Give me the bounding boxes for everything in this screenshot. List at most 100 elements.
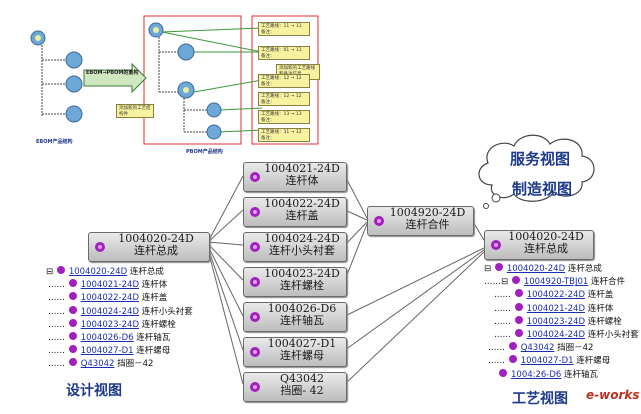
tree-code-link[interactable]: 1004022-24D <box>80 293 139 304</box>
route-box: 工艺路线：13 → 13 备注： <box>258 110 310 124</box>
tree-row[interactable]: …… 1004022-24D 连杆盖 <box>484 288 639 301</box>
tree-name: 连杆轴瓦 <box>564 369 599 380</box>
gear-icon <box>250 312 260 322</box>
tree-code-link[interactable]: Q43042 <box>520 343 555 354</box>
route-box: 工艺路线：12 → 12 备注： <box>258 74 310 88</box>
gear-icon <box>56 266 65 274</box>
tree-code-link[interactable]: 1004027-D1 <box>80 346 134 357</box>
tree-row[interactable]: …… 1004026-D6 连杆轴瓦 <box>46 331 193 344</box>
tree-code-link[interactable]: 1004024-24D <box>80 306 139 317</box>
tree-row[interactable]: …… 1004024-24D 连杆小头衬套 <box>46 305 193 318</box>
tree-code-link[interactable]: 1004023-24D <box>80 319 139 330</box>
gear-icon <box>68 318 77 327</box>
tree-name: 连杆盖 <box>587 290 614 301</box>
tree-code-link[interactable]: 1004027-D1 <box>520 356 574 367</box>
tree-row[interactable]: ⊟ 1004020-24D 连杆总成 <box>46 265 193 278</box>
tree-code-link[interactable]: 1004022-24D <box>526 290 585 301</box>
tree-name: 连杆螺母 <box>136 346 171 357</box>
tree-row[interactable]: …… 1004021-24D 连杆体 <box>484 302 639 315</box>
node-name: 挡圈- 42 <box>280 384 324 397</box>
gear-icon <box>250 207 260 217</box>
ebom-pbom-graphic <box>30 15 319 145</box>
node-part[interactable]: 1004022-24D 连杆盖 <box>243 197 347 227</box>
node-name: 连杆轴瓦 <box>280 314 324 327</box>
node-code: 1004024-24D <box>264 232 340 245</box>
node-code: 1004020-24D <box>508 230 584 243</box>
design-view-tree: ⊟ 1004020-24D 连杆总成 …… 1004021-24D 连杆体 ……… <box>46 265 193 371</box>
tree-row[interactable]: …… Q43042 挡圈－42 <box>484 341 639 354</box>
node-code: 1004027-D1 <box>267 337 337 350</box>
tree-row[interactable]: …… 1004021-24D 连杆体 <box>46 278 193 291</box>
node-code: Q43042 <box>279 372 324 385</box>
node-name: 连杆合件 <box>405 218 450 231</box>
tree-code-link[interactable]: 1004023-24D <box>526 316 585 327</box>
node-part[interactable]: 1004021-24D 连杆体 <box>243 162 347 192</box>
tree-prefix: …… <box>494 303 511 314</box>
gear-icon <box>494 263 503 271</box>
gear-icon <box>68 345 77 354</box>
tree-row[interactable]: …… 1004023-24D 连杆螺栓 <box>46 318 193 331</box>
tree-prefix: ⊟ <box>484 264 492 274</box>
node-part[interactable]: Q43042 挡圈- 42 <box>243 372 347 402</box>
node-code: 1004020-24D <box>118 232 194 245</box>
tree-row[interactable]: ⊟ 1004020-24D 连杆总成 <box>484 262 639 275</box>
cloud-shape <box>478 134 595 209</box>
route-box: 工艺路线：11 → 11 备注： <box>258 22 310 36</box>
tree-row[interactable]: ……⊟ 1004920-TBJ01 连杆合件 <box>484 275 639 288</box>
node-name: 连杆总成 <box>134 244 178 257</box>
tree-row[interactable]: …… 1004027-D1 连杆螺母 <box>484 354 639 367</box>
tree-code-link[interactable]: 1004020-24D <box>506 264 566 274</box>
node-name: 连杆总成 <box>524 242 568 255</box>
node-root-left[interactable]: 1004020-24D 连杆总成 <box>88 232 210 262</box>
tree-name: 连杆轴瓦 <box>136 332 171 343</box>
tree-code-link[interactable]: 1004020-24D <box>68 267 128 277</box>
tree-name: 连杆小头衬套 <box>587 329 639 340</box>
gear-icon <box>250 277 260 287</box>
tree-row[interactable]: 1004:26-D6 连杆轴瓦 <box>484 368 639 381</box>
tree-code-link[interactable]: 1004:26-D6 <box>511 369 562 380</box>
tree-name: 连杆螺栓 <box>587 316 622 327</box>
tree-name: 连杆合件 <box>591 277 626 288</box>
gear-icon <box>514 315 523 324</box>
node-part[interactable]: 1004023-24D 连杆螺栓 <box>243 267 347 297</box>
tree-prefix: …… <box>48 332 65 343</box>
node-root-right[interactable]: 1004020-24D 连杆总成 <box>484 230 594 260</box>
gear-icon <box>68 292 77 301</box>
ebom-pbom-diagram: EBOM产品结构 PBOM产品结构 EBOM→PBOM的重构 添加新的工艺结构件… <box>14 12 324 155</box>
tree-row[interactable]: …… 1004022-24D 连杆盖 <box>46 291 193 304</box>
tree-code-link[interactable]: 1004021-24D <box>526 303 585 314</box>
ebom-pbom-arrow-label: EBOM→PBOM的重构 <box>86 70 139 76</box>
tree-row[interactable]: …… 1004027-D1 连杆螺母 <box>46 344 193 357</box>
tree-code-link[interactable]: Q43042 <box>80 359 115 370</box>
process-view-tree: ⊟ 1004020-24D 连杆总成 ……⊟ 1004920-TBJ01 连杆合… <box>484 262 639 381</box>
tree-row[interactable]: …… Q43042 挡圈－42 <box>46 357 193 370</box>
tree-prefix: …… <box>48 293 65 304</box>
tree-code-link[interactable]: 1004021-24D <box>80 280 139 291</box>
node-part[interactable]: 1004027-D1 连杆螺母 <box>243 337 347 367</box>
node-name: 连杆螺栓 <box>280 279 324 292</box>
gear-icon <box>68 358 77 367</box>
tree-prefix: ……⊟ <box>484 277 509 288</box>
tree-code-link[interactable]: 1004026-D6 <box>80 332 134 343</box>
gear-icon <box>499 368 507 377</box>
tree-code-link[interactable]: 1004024-24D <box>526 329 585 340</box>
gear-icon <box>68 279 77 288</box>
tree-name: 连杆螺母 <box>576 356 611 367</box>
tree-name: 连杆盖 <box>141 293 168 304</box>
tree-row[interactable]: …… 1004024-24D 连杆小头衬套 <box>484 328 639 341</box>
node-part[interactable]: 1004026-D6 连杆轴瓦 <box>243 302 347 332</box>
node-name: 连杆盖 <box>285 209 319 222</box>
ebom-caption: EBOM产品结构 <box>36 139 73 145</box>
node-sub-assembly[interactable]: 1004920-24D 连杆合件 <box>367 206 474 236</box>
gear-icon <box>514 302 523 311</box>
tree-code-link[interactable]: 1004920-TBJ01 <box>523 277 589 288</box>
tree-prefix: …… <box>494 316 511 327</box>
gear-icon <box>250 172 260 182</box>
node-name: 连杆体 <box>285 174 319 187</box>
node-part[interactable]: 1004024-24D 连杆小头衬套 <box>243 232 347 262</box>
tree-name: 连杆总成 <box>567 264 602 274</box>
tree-row[interactable]: …… 1004023-24D 连杆螺栓 <box>484 315 639 328</box>
tree-prefix: …… <box>488 356 505 367</box>
